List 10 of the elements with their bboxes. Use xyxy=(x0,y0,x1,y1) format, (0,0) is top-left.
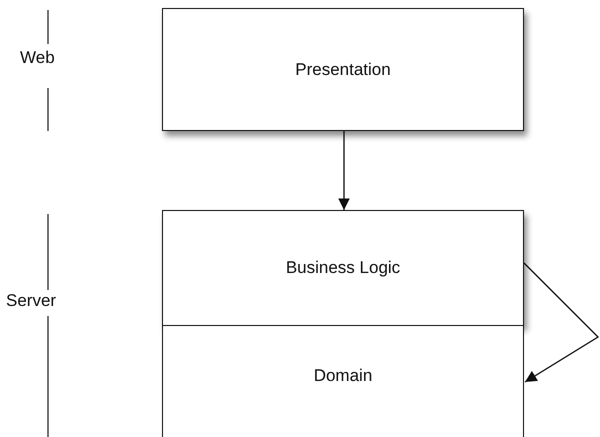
arrow xyxy=(524,262,600,383)
tier-label: Server xyxy=(6,291,56,311)
layer-name: Business Logic xyxy=(286,258,400,278)
arrow xyxy=(338,131,350,210)
layer-name: Domain xyxy=(314,366,372,386)
layer-box xyxy=(162,325,524,437)
tier-label: Web xyxy=(20,48,55,68)
layer-box xyxy=(162,8,524,131)
layer-name: Presentation xyxy=(295,60,391,80)
layer-box xyxy=(162,210,524,326)
